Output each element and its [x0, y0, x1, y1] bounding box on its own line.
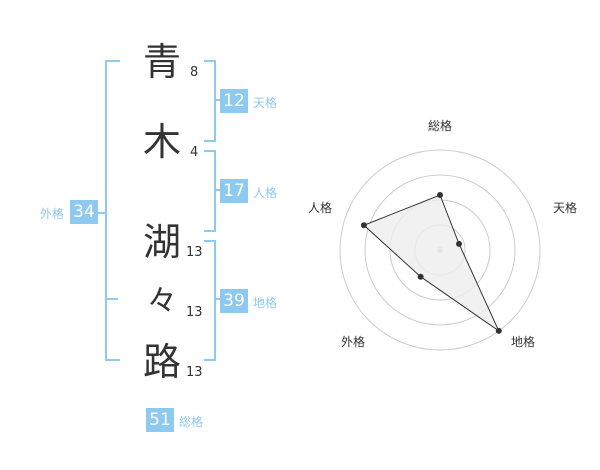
jinkaku-label: 人格: [253, 186, 278, 200]
tenkaku-value-badge: 12: [220, 89, 248, 113]
stroke-count-4: 13: [186, 305, 203, 320]
radar-axis-label-2: 天格: [553, 200, 577, 215]
radar-point-4: [417, 273, 424, 280]
gaikaku-bracket: [105, 60, 120, 361]
radar-point-5: [360, 222, 367, 229]
jinkaku-value-badge: 17: [220, 179, 248, 203]
soukaku-value-badge: 51: [146, 408, 174, 432]
soukaku-label: 総格: [179, 415, 204, 429]
jinkaku-bracket: [204, 150, 216, 232]
radar-point-1: [437, 192, 443, 198]
chikaku-label: 地格: [253, 296, 278, 310]
chikaku-value-badge: 39: [220, 289, 248, 313]
name-char-4: 々: [147, 284, 177, 319]
name-char-5: 路: [142, 340, 181, 384]
gaikaku-value-badge: 34: [70, 200, 98, 224]
name-char-2: 木: [142, 120, 181, 164]
stroke-count-3: 13: [186, 245, 203, 260]
gaikaku-connector: [98, 212, 106, 214]
chikaku-bracket: [204, 240, 216, 361]
radar-grid-ring: [339, 149, 541, 351]
jinkaku-connector: [214, 189, 220, 191]
tenkaku-bracket: [204, 60, 216, 142]
radar-grid-ring: [364, 174, 516, 326]
radar-axis-label-5: 人格: [308, 200, 332, 215]
tenkaku-label: 天格: [253, 96, 278, 110]
name-char-3: 湖: [142, 220, 181, 264]
radar-series-polygon: [362, 194, 501, 333]
gaikaku-label: 外格: [40, 207, 65, 221]
radar-axis-label-3: 地格: [511, 334, 535, 349]
radar-axis-label-1: 総格: [428, 118, 452, 133]
stroke-count-2: 4: [190, 145, 199, 160]
stroke-count-1: 8: [190, 65, 199, 80]
radar-point-2: [456, 240, 463, 247]
radar-point-3: [495, 327, 502, 334]
stroke-count-5: 13: [186, 365, 203, 380]
chikaku-connector: [214, 298, 220, 300]
name-char-1: 青: [142, 40, 181, 84]
gaikaku-bracket-tick: [105, 298, 118, 300]
radar-axis-label-4: 外格: [341, 334, 365, 349]
tenkaku-connector: [214, 99, 220, 101]
